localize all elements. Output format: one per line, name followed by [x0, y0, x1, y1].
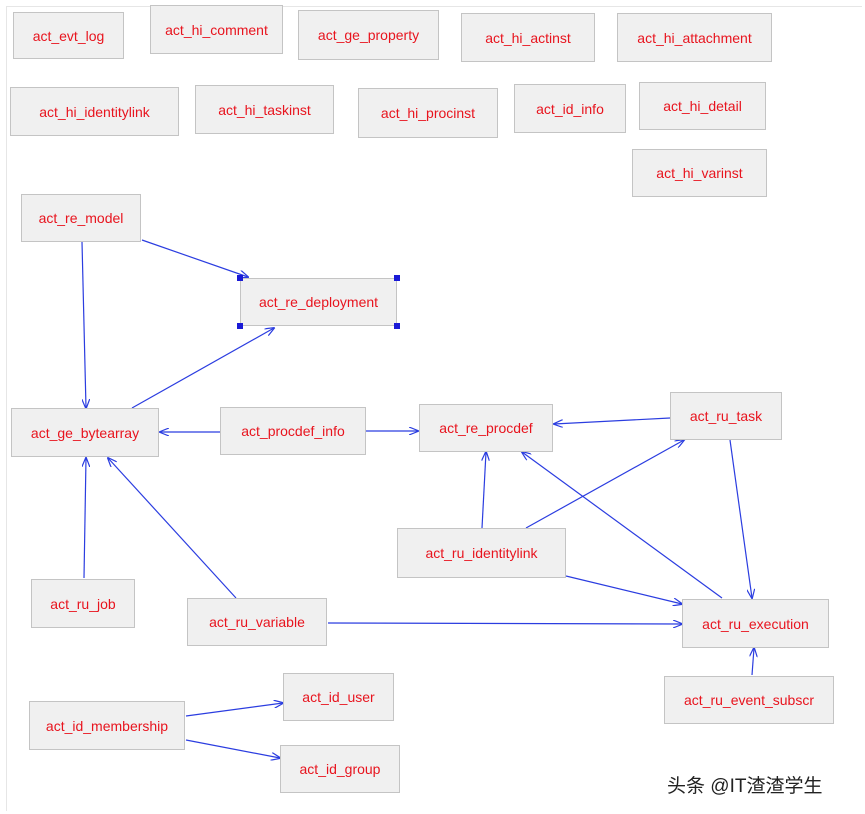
selection-handle-top-right[interactable]	[394, 275, 400, 281]
table-act-id-user[interactable]: act_id_user	[283, 673, 394, 721]
table-act-evt-log[interactable]: act_evt_log	[13, 12, 124, 59]
table-act-hi-comment[interactable]: act_hi_comment	[150, 5, 283, 54]
watermark: 头条 @IT渣渣学生	[667, 776, 823, 797]
table-act-ru-event-subscr[interactable]: act_ru_event_subscr	[664, 676, 834, 724]
selection-handle-bottom-right[interactable]	[394, 323, 400, 329]
table-act-re-procdef[interactable]: act_re_procdef	[419, 404, 553, 452]
table-act-ge-property[interactable]: act_ge_property	[298, 10, 439, 60]
table-act-hi-procinst[interactable]: act_hi_procinst	[358, 88, 498, 138]
table-act-hi-taskinst[interactable]: act_hi_taskinst	[195, 85, 334, 134]
table-act-re-deployment[interactable]: act_re_deployment	[240, 278, 397, 326]
table-act-hi-attachment[interactable]: act_hi_attachment	[617, 13, 772, 62]
selection-handle-top-left[interactable]	[237, 275, 243, 281]
table-act-hi-identitylink[interactable]: act_hi_identitylink	[10, 87, 179, 136]
table-act-procdef-info[interactable]: act_procdef_info	[220, 407, 366, 455]
table-act-ru-execution[interactable]: act_ru_execution	[682, 599, 829, 648]
table-act-id-info[interactable]: act_id_info	[514, 84, 626, 133]
table-act-ru-variable[interactable]: act_ru_variable	[187, 598, 327, 646]
table-act-hi-actinst[interactable]: act_hi_actinst	[461, 13, 595, 62]
table-act-hi-varinst[interactable]: act_hi_varinst	[632, 149, 767, 197]
table-act-id-membership[interactable]: act_id_membership	[29, 701, 185, 750]
table-act-ge-bytearray[interactable]: act_ge_bytearray	[11, 408, 159, 457]
table-act-id-group[interactable]: act_id_group	[280, 745, 400, 793]
diagram-canvas	[6, 6, 862, 811]
table-act-hi-detail[interactable]: act_hi_detail	[639, 82, 766, 130]
table-act-ru-task[interactable]: act_ru_task	[670, 392, 782, 440]
table-act-ru-identitylink[interactable]: act_ru_identitylink	[397, 528, 566, 578]
table-act-re-model[interactable]: act_re_model	[21, 194, 141, 242]
selection-handle-bottom-left[interactable]	[237, 323, 243, 329]
table-act-ru-job[interactable]: act_ru_job	[31, 579, 135, 628]
